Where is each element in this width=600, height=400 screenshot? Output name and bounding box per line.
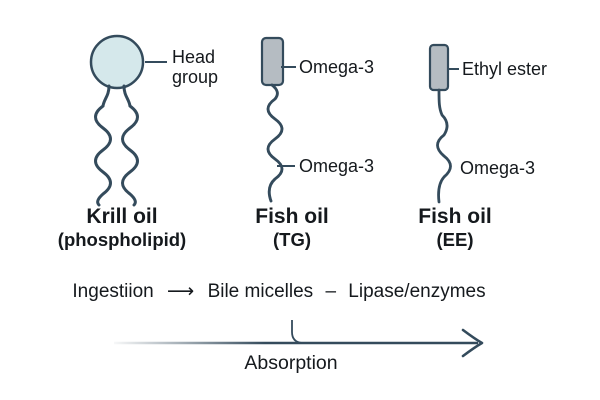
dash-separator-icon: – bbox=[325, 281, 337, 302]
tg-omega3-bottom-label: Omega-3 bbox=[299, 156, 375, 176]
ee-omega3-label: Omega-3 bbox=[460, 158, 536, 178]
fish-oil-tg-title-block: Fish oil (TG) bbox=[192, 206, 392, 251]
tg-tail bbox=[266, 83, 284, 203]
process-sequence: Ingestiion ⟶ Bile micelles – Lipase/enzy… bbox=[0, 280, 558, 303]
ee-head-rect bbox=[428, 43, 450, 92]
absorption-label: Absorption bbox=[244, 352, 338, 374]
krill-head-circle bbox=[89, 34, 145, 90]
tg-omega3-top-label: Omega-3 bbox=[299, 57, 375, 77]
krill-tail-left bbox=[94, 84, 112, 207]
tg-head-rect bbox=[260, 36, 285, 87]
long-arrow-icon: ⟶ bbox=[167, 281, 195, 302]
fish-oil-ee-subtitle: (EE) bbox=[436, 229, 474, 250]
head-group-label: Head group bbox=[172, 47, 219, 87]
absorption-branch-curve bbox=[291, 320, 303, 344]
fish-oil-ee-title-block: Fish oil (EE) bbox=[355, 206, 555, 251]
process-step-lipase-enzymes: Lipase/enzymes bbox=[348, 281, 486, 302]
krill-tail-right bbox=[121, 84, 139, 207]
ee-ethyl-ester-label: Ethyl ester bbox=[462, 59, 548, 79]
fish-oil-ee-title: Fish oil bbox=[418, 205, 492, 228]
krill-oil-title-block: Krill oil (phospholipid) bbox=[22, 206, 222, 251]
absorption-arrowhead-icon bbox=[461, 328, 484, 358]
process-step-ingestion: Ingestiion bbox=[72, 281, 154, 302]
ee-tail bbox=[436, 88, 452, 204]
krill-oil-subtitle: (phospholipid) bbox=[57, 229, 187, 250]
process-step-bile-micelles: Bile micelles bbox=[207, 281, 314, 302]
fish-oil-tg-title: Fish oil bbox=[255, 205, 329, 228]
krill-oil-title: Krill oil bbox=[86, 205, 158, 228]
fish-oil-tg-subtitle: (TG) bbox=[272, 229, 311, 250]
